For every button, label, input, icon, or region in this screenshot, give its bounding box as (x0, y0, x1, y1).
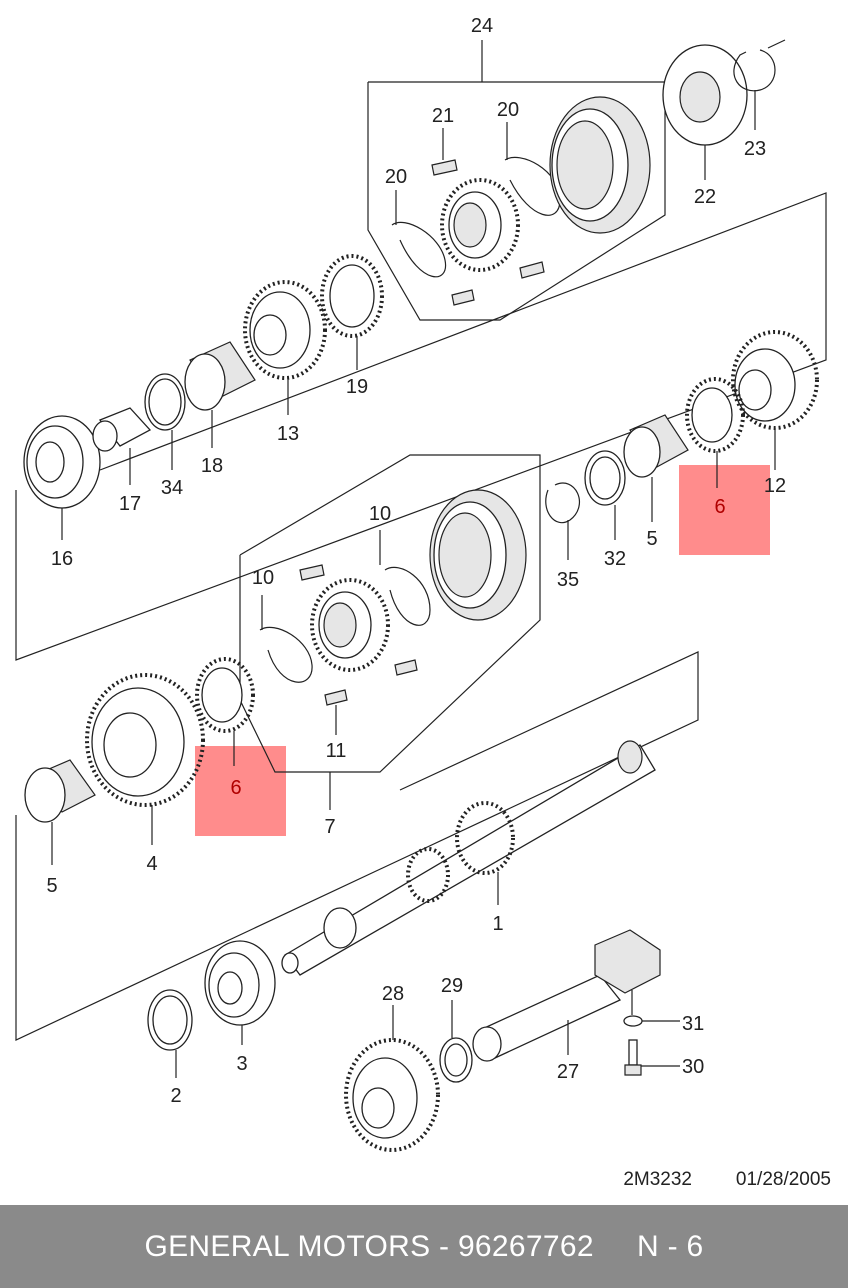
callout-6-lower[interactable]: 6 (230, 777, 241, 799)
callout-27: 27 (557, 1061, 579, 1083)
reference-date: 01/28/2005 (736, 1169, 831, 1190)
callout-16: 16 (51, 548, 73, 570)
footer-bar: GENERAL MOTORS - 96267762 N - 6 (0, 1205, 848, 1288)
reference-code: 2M3232 (623, 1169, 692, 1190)
callout-22: 22 (694, 186, 716, 208)
part-7-sleeve[interactable] (429, 489, 527, 621)
callout-17: 17 (119, 493, 141, 515)
highlight-box-lower[interactable] (195, 746, 286, 836)
part-6-synchro-ring-upper[interactable] (685, 377, 745, 488)
part-30-bolt[interactable] (624, 1039, 680, 1076)
callout-2: 2 (170, 1085, 181, 1107)
part-29-washer[interactable] (439, 1000, 473, 1083)
part-23-snap-ring[interactable] (733, 39, 786, 130)
part-31-washer[interactable] (623, 990, 680, 1027)
lower-assembly-outline (15, 651, 699, 1041)
part-5-needle-bearing-upper[interactable] (623, 414, 689, 522)
part-1-main-shaft[interactable] (281, 740, 656, 976)
callout-28: 28 (382, 983, 404, 1005)
part-5-needle-bearing-lower[interactable] (24, 759, 96, 865)
part-11-key[interactable] (299, 564, 418, 735)
callout-32: 32 (604, 548, 626, 570)
callout-6-upper[interactable]: 6 (714, 496, 725, 518)
callout-11: 11 (326, 740, 347, 762)
callout-20-left: 20 (385, 166, 407, 188)
part-3-bearing[interactable] (204, 940, 276, 1045)
callout-20-right: 20 (497, 99, 519, 121)
group-7-bracket (239, 454, 541, 773)
part-18-needle-bearing[interactable] (184, 341, 256, 448)
upper-assembly-outline (15, 192, 827, 661)
part-10-spring-left[interactable] (259, 595, 313, 683)
callout-23: 23 (744, 138, 766, 160)
callout-21: 21 (432, 105, 454, 127)
callout-31: 31 (682, 1013, 704, 1035)
part-7-hub[interactable] (310, 578, 390, 672)
part-27-reverse-shaft[interactable] (472, 929, 661, 1062)
part-24-hub[interactable] (440, 178, 520, 272)
part-17-sleeve[interactable] (92, 407, 152, 485)
callout-29: 29 (441, 975, 463, 997)
part-2-snap-ring[interactable] (147, 989, 193, 1078)
part-10-spring-right[interactable] (379, 530, 431, 626)
footer-part-label: GENERAL MOTORS - 96267762 N - 6 (144, 1229, 704, 1263)
callout-13: 13 (277, 423, 299, 445)
part-20-spring-left[interactable] (391, 190, 447, 278)
part-22-plate[interactable] (662, 44, 748, 180)
part-32-snap-ring[interactable] (584, 450, 626, 540)
callout-10-right: 10 (369, 503, 391, 525)
callout-30: 30 (682, 1056, 704, 1078)
callout-7: 7 (324, 816, 335, 838)
callout-18: 18 (201, 455, 223, 477)
callout-1: 1 (492, 913, 503, 935)
part-16-bearing[interactable] (23, 415, 101, 540)
part-24-sleeve[interactable] (549, 96, 651, 234)
callout-10-left: 10 (252, 567, 274, 589)
part-19-synchro-ring[interactable] (320, 254, 384, 370)
part-35-snap-ring[interactable] (545, 482, 581, 560)
callout-24: 24 (471, 15, 493, 37)
callout-35: 35 (557, 569, 579, 591)
callout-5-upper: 5 (646, 528, 657, 550)
part-28-reverse-gear[interactable] (344, 1005, 440, 1152)
part-6-synchro-ring-lower[interactable] (195, 657, 255, 766)
callout-4: 4 (146, 853, 157, 875)
callout-5-lower: 5 (46, 875, 57, 897)
part-21-key[interactable] (431, 128, 545, 306)
part-13-gear[interactable] (243, 280, 327, 415)
callout-19: 19 (346, 376, 368, 398)
callout-34: 34 (161, 477, 183, 499)
part-34-snap-ring[interactable] (144, 373, 186, 470)
part-12-gear[interactable] (731, 330, 819, 470)
callout-3: 3 (236, 1053, 247, 1075)
highlight-box-upper[interactable] (679, 465, 770, 555)
part-4-gear[interactable] (85, 673, 205, 845)
exploded-parts-diagram: 24 21 20 20 23 22 19 13 18 34 17 16 12 6… (15, 15, 831, 1190)
callout-12: 12 (764, 475, 786, 497)
